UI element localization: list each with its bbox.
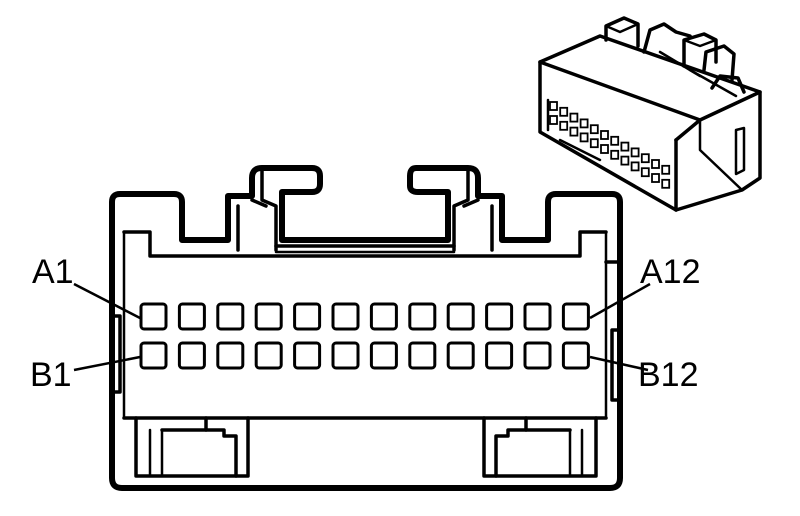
iso-pin-b8	[620, 155, 630, 166]
iso-pin-b5	[589, 138, 599, 149]
pin-a8	[408, 302, 437, 331]
pin-a3	[216, 302, 245, 331]
label-b12: B12	[638, 356, 699, 394]
iso-pin-a11	[651, 159, 660, 169]
iso-pin-b6	[600, 144, 609, 154]
pin-b1	[139, 341, 168, 370]
pin-a12	[561, 302, 590, 331]
pin-b3	[216, 341, 245, 370]
pin-b5	[293, 341, 322, 370]
pin-a10	[485, 302, 514, 331]
iso-pin-a7	[610, 135, 620, 146]
iso-pin-a9	[630, 147, 640, 158]
pin-b11	[523, 341, 552, 370]
pin-b9	[446, 341, 475, 370]
label-b1: B1	[30, 356, 72, 394]
pin-b8	[408, 341, 437, 370]
pin-b12	[561, 341, 590, 370]
pin-a9	[446, 302, 475, 331]
iso-pin-b4	[579, 132, 589, 143]
pin-b4	[254, 341, 283, 370]
connector-isometric-view	[538, 16, 762, 212]
iso-pin-b1	[549, 115, 558, 125]
pin-a1	[139, 302, 168, 331]
pin-b2	[177, 341, 206, 370]
iso-pin-a3	[569, 112, 579, 123]
connector-face-view: A1 B1 A12 B12	[30, 165, 701, 491]
isometric-pin-cavities	[549, 101, 671, 189]
pin-a6	[331, 302, 360, 331]
pin-grid	[139, 302, 590, 370]
leader-b1	[73, 355, 141, 372]
iso-pin-a2	[559, 106, 569, 117]
iso-pin-a1	[549, 101, 558, 111]
iso-pin-a8	[620, 141, 630, 152]
iso-pin-b10	[640, 167, 650, 178]
iso-pin-a12	[661, 164, 671, 175]
label-a1: A1	[32, 253, 74, 291]
iso-pin-a6	[600, 130, 609, 140]
pin-b6	[331, 341, 360, 370]
iso-pin-b7	[610, 149, 620, 160]
iso-pin-b9	[630, 161, 640, 172]
leader-b12	[589, 355, 649, 372]
iso-pin-a10	[640, 153, 650, 164]
iso-pin-b3	[569, 126, 579, 137]
iso-pin-a5	[589, 124, 599, 135]
pin-a7	[369, 302, 398, 331]
pin-b7	[369, 341, 398, 370]
pin-a5	[293, 302, 322, 331]
label-a12: A12	[640, 253, 701, 291]
pin-b10	[485, 341, 514, 370]
leader-a12	[589, 282, 651, 320]
leader-a1	[73, 282, 141, 320]
iso-pin-b11	[651, 173, 660, 183]
pin-a2	[177, 302, 206, 331]
iso-pin-b2	[559, 120, 569, 131]
iso-pin-a4	[579, 118, 589, 129]
iso-pin-b12	[661, 178, 671, 189]
pin-a11	[523, 302, 552, 331]
pin-a4	[254, 302, 283, 331]
